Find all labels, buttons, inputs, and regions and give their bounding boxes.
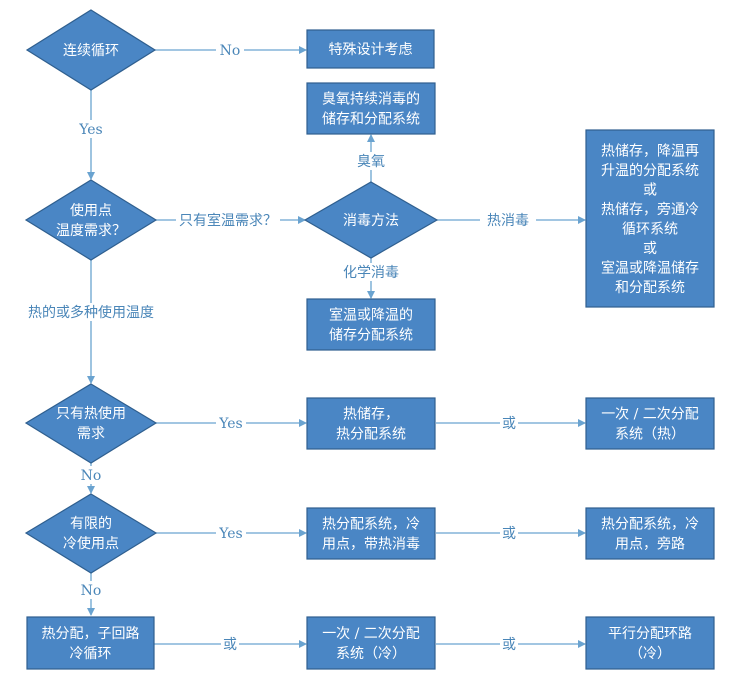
- node-text-line: 和分配系统: [615, 280, 685, 296]
- node-text-line: 热分配系统，冷: [322, 517, 420, 533]
- svg-text:连续循环: 连续循环: [63, 42, 119, 59]
- node-text-line: 热分配，子回路: [42, 626, 140, 642]
- svg-text:Yes: Yes: [218, 416, 243, 432]
- edge-label-or-3: 或: [221, 635, 239, 653]
- node-text-line: 需求: [77, 426, 105, 442]
- node-text-line: 有限的: [70, 516, 112, 532]
- decision-only-hot: 只有热使用需求: [24, 383, 158, 464]
- node-text-line: 用点，带热消毒: [322, 537, 420, 553]
- node-text-line: 连续循环: [63, 42, 119, 59]
- box-hot-cold-bypass: 热分配系统，冷用点，旁路: [585, 507, 715, 560]
- svg-text:只有热使用需求: 只有热使用需求: [56, 405, 126, 442]
- node-text-line: 冷循环: [70, 646, 112, 662]
- edge-label-multi-temp: 热的或多种使用温度: [16, 303, 166, 321]
- svg-text:No: No: [220, 43, 241, 59]
- edge-label-yes-1: Yes: [76, 120, 106, 138]
- decision-continuous-loop: 连续循环: [25, 9, 157, 91]
- node-text-line: 热储存，旁通冷: [601, 201, 699, 218]
- svg-text:热分配，子回路冷循环: 热分配，子回路冷循环: [42, 626, 140, 662]
- box-hot-storage-dist: 热储存， 热分配系统: [306, 397, 436, 450]
- decision-disinfect-method: 消毒方法: [303, 181, 439, 259]
- node-text-line: （冷）: [629, 646, 671, 662]
- box-primary-hot: 一次 / 二次分配系统（热）: [585, 397, 715, 450]
- svg-text:臭氧: 臭氧: [357, 154, 385, 170]
- node-text-line: 储存分配系统: [329, 328, 413, 344]
- node-text-line: 消毒方法: [343, 213, 399, 229]
- svg-text:No: No: [81, 468, 102, 484]
- svg-text:热分配系统，冷用点，旁路: 热分配系统，冷用点，旁路: [601, 517, 699, 553]
- edge-label-yes-2: Yes: [216, 414, 246, 432]
- box-hot-cold-sanitize: 热分配系统，冷用点，带热消毒: [306, 507, 436, 560]
- svg-text:Yes: Yes: [218, 526, 243, 542]
- edge-label-no-1: No: [216, 41, 244, 59]
- node-text-line: 室温或降温的: [329, 307, 413, 324]
- box-room-temp-storage: 室温或降温的储存分配系统: [306, 298, 436, 351]
- edge-label-no-3: No: [77, 581, 105, 599]
- box-special-design: 特殊设计考虑: [306, 29, 435, 69]
- edge-label-ozone: 臭氧: [349, 152, 393, 170]
- svg-text:一次 / 二次分配系统（热）: 一次 / 二次分配系统（热）: [601, 407, 699, 443]
- node-text-line: 使用点: [70, 202, 112, 219]
- svg-text:热储存，热分配系统: 热储存， 热分配系统: [336, 407, 406, 443]
- node-text-line: 或: [643, 241, 657, 257]
- box-hot-sub-loop: 热分配，子回路冷循环: [26, 616, 155, 670]
- node-text-line: 升温的分配系统: [601, 163, 699, 179]
- svg-text:室温或降温的储存分配系统: 室温或降温的储存分配系统: [329, 307, 413, 344]
- box-primary-cold: 一次 / 二次分配系统（冷）: [306, 616, 436, 670]
- svg-text:平行分配环路（冷）: 平行分配环路 （冷）: [608, 626, 692, 662]
- node-text-line: 热分配系统，冷: [601, 517, 699, 533]
- edge-label-room-temp-only: 只有室温需求？: [176, 211, 280, 229]
- node-text-line: 特殊设计考虑: [329, 42, 413, 58]
- edge-label-no-2: No: [77, 466, 105, 484]
- svg-text:化学消毒: 化学消毒: [343, 265, 399, 281]
- node-text-line: 冷使用点: [63, 535, 119, 552]
- decision-use-point-temp: 使用点温度需求？: [24, 179, 158, 261]
- node-text-line: 系统（热）: [615, 427, 685, 443]
- node-text-line: 热分配系统: [336, 427, 406, 443]
- svg-text:热分配系统，冷用点，带热消毒: 热分配系统，冷用点，带热消毒: [322, 517, 420, 553]
- node-text-line: 储存和分配系统: [322, 112, 420, 128]
- node-text-line: 用点，旁路: [615, 536, 685, 553]
- edge-label-or-1: 或: [500, 414, 518, 432]
- node-text-line: 只有热使用: [56, 405, 126, 422]
- svg-text:有限的冷使用点: 有限的冷使用点: [63, 516, 119, 552]
- node-text-line: 热储存，: [343, 407, 399, 423]
- svg-text:臭氧持续消毒的储存和分配系统: 臭氧持续消毒的储存和分配系统: [322, 91, 420, 128]
- node-text-line: 一次 / 二次分配: [601, 407, 699, 423]
- node-text-line: 或: [643, 182, 657, 198]
- box-parallel-loop: 平行分配环路 （冷）: [585, 616, 715, 670]
- node-text-line: 系统（冷）: [336, 646, 406, 662]
- node-text-line: 臭氧持续消毒的: [322, 91, 420, 108]
- edge-label-or-2: 或: [500, 524, 518, 542]
- svg-text:消毒方法: 消毒方法: [343, 213, 399, 229]
- edge-label-yes-3: Yes: [216, 524, 246, 542]
- edge-label-hot-sanitize: 热消毒: [480, 211, 536, 229]
- svg-text:或: 或: [502, 416, 516, 432]
- svg-text:特殊设计考虑: 特殊设计考虑: [329, 42, 413, 58]
- edge-label-chemical: 化学消毒: [333, 263, 409, 281]
- svg-text:或: 或: [502, 637, 516, 653]
- node-text-line: 室温或降温储存: [601, 259, 699, 276]
- svg-text:一次 / 二次分配系统（冷）: 一次 / 二次分配系统（冷）: [322, 626, 420, 662]
- box-hot-options: 热储存，降温再升温的分配系统或热储存，旁通冷循环系统或室温或降温储存和分配系统: [585, 129, 715, 308]
- node-text-line: 循环系统: [622, 221, 678, 237]
- node-text-line: 温度需求？: [56, 223, 126, 239]
- svg-text:或: 或: [502, 526, 516, 542]
- svg-text:使用点温度需求？: 使用点温度需求？: [56, 202, 126, 239]
- svg-text:只有室温需求？: 只有室温需求？: [179, 212, 277, 229]
- node-text-line: 热储存，降温再: [601, 143, 699, 159]
- svg-text:热的或多种使用温度: 热的或多种使用温度: [28, 304, 154, 321]
- svg-text:热储存，降温再升温的分配系统或热储存，旁通冷循环系统或室温或: 热储存，降温再升温的分配系统或热储存，旁通冷循环系统或室温或降温储存和分配系统: [601, 143, 699, 296]
- node-text-line: 平行分配环路: [608, 626, 692, 642]
- svg-text:Yes: Yes: [78, 122, 103, 138]
- svg-text:No: No: [81, 583, 102, 599]
- svg-text:或: 或: [223, 637, 237, 653]
- svg-text:热消毒: 热消毒: [487, 213, 529, 229]
- box-ozone-storage: 臭氧持续消毒的储存和分配系统: [306, 82, 436, 135]
- node-text-line: 一次 / 二次分配: [322, 626, 420, 642]
- edge-label-or-4: 或: [500, 635, 518, 653]
- decision-limited-cold: 有限的冷使用点: [24, 493, 158, 574]
